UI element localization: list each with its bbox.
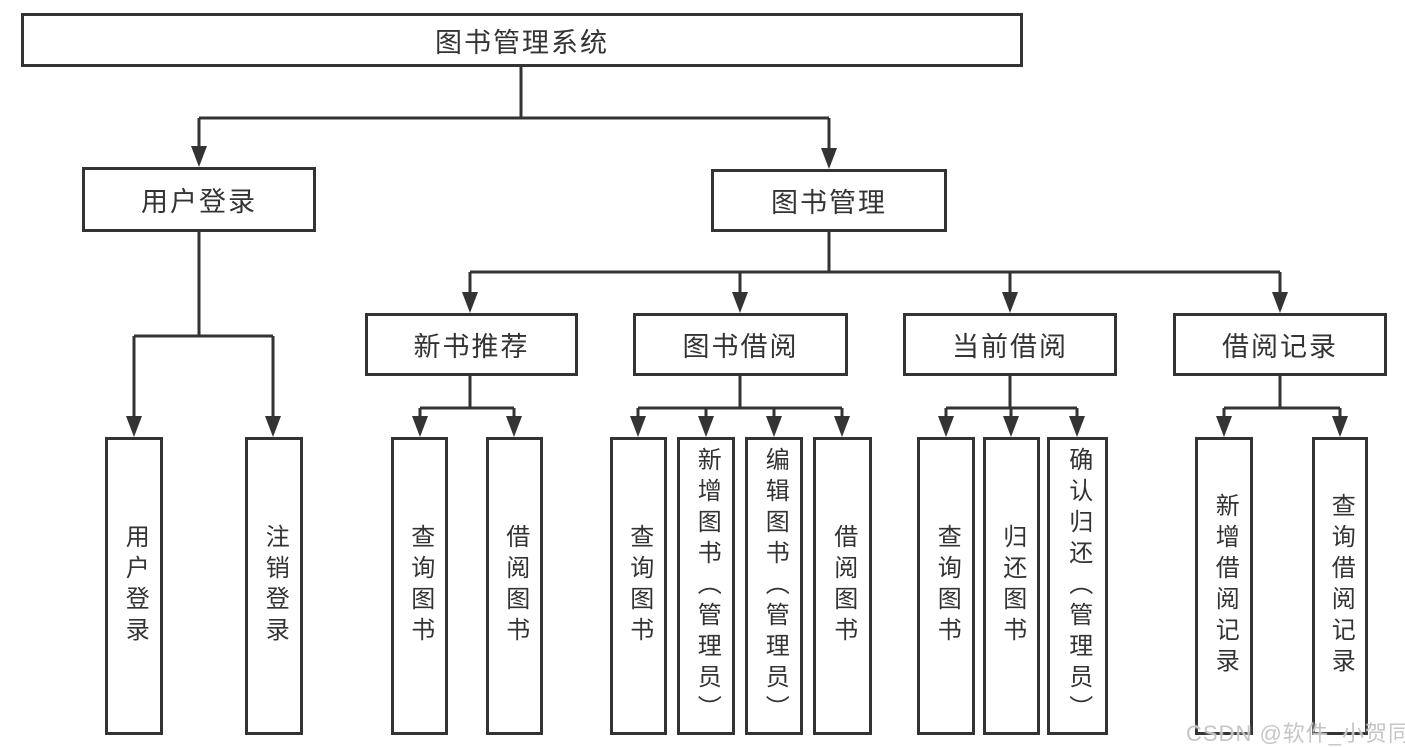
leaf-add-borrow-record-label: 新增借阅记录 (1211, 493, 1239, 679)
leaf-borrow-book-1-label: 借阅图书 (501, 524, 529, 648)
leaf-query-book-1: 查询图书 (391, 437, 448, 735)
node-book-borrow-label: 图书借阅 (682, 332, 799, 362)
leaf-borrow-book-2-label: 借阅图书 (829, 524, 857, 648)
leaf-query-book-3-label: 查询图书 (933, 524, 961, 648)
leaf-query-borrow-record: 查询借阅记录 (1312, 437, 1368, 735)
node-borrow-records: 借阅记录 (1173, 313, 1387, 376)
node-root-system-label: 图书管理系统 (435, 27, 609, 58)
leaf-edit-book-admin: 编辑图书（管理员） (745, 437, 803, 735)
connector-lines (132, 67, 1342, 420)
leaf-query-book-2: 查询图书 (610, 437, 667, 735)
node-current-borrow-label: 当前借阅 (952, 332, 1068, 362)
node-root-system: 图书管理系统 (21, 13, 1023, 67)
leaf-query-book-1-label: 查询图书 (406, 524, 434, 648)
node-current-borrow: 当前借阅 (903, 313, 1117, 376)
leaf-edit-book-admin-label: 编辑图书（管理员） (761, 446, 789, 726)
leaf-return-book-label: 归还图书 (998, 524, 1026, 648)
leaf-logout-label: 注销登录 (261, 524, 289, 648)
leaf-add-book-admin: 新增图书（管理员） (677, 437, 735, 735)
node-user-login: 用户登录 (82, 167, 316, 232)
node-user-login-label: 用户登录 (141, 187, 257, 217)
leaf-add-borrow-record: 新增借阅记录 (1195, 437, 1253, 735)
csdn-watermark: CSDN @软件_小贺同学 (1186, 721, 1405, 746)
arrowheads (126, 146, 1348, 437)
node-book-management-label: 图书管理 (771, 188, 887, 218)
leaf-query-borrow-record-label: 查询借阅记录 (1327, 493, 1355, 679)
leaf-confirm-return-admin-label: 确认归还（管理员） (1064, 446, 1092, 726)
leaf-return-book: 归还图书 (983, 437, 1040, 735)
leaf-borrow-book-1: 借阅图书 (486, 437, 543, 735)
node-new-book-recommend-label: 新书推荐 (413, 332, 530, 362)
leaf-add-book-admin-label: 新增图书（管理员） (693, 446, 721, 726)
leaf-user-login-label: 用户登录 (121, 524, 149, 648)
node-book-management: 图书管理 (711, 169, 947, 232)
leaf-logout: 注销登录 (245, 437, 303, 735)
node-book-borrow: 图书借阅 (633, 313, 848, 376)
node-new-book-recommend: 新书推荐 (365, 313, 578, 376)
leaf-query-book-3: 查询图书 (917, 437, 975, 735)
leaf-confirm-return-admin: 确认归还（管理员） (1047, 437, 1108, 735)
leaf-user-login: 用户登录 (105, 437, 163, 735)
leaf-borrow-book-2: 借阅图书 (813, 437, 872, 735)
leaf-query-book-2-label: 查询图书 (625, 524, 653, 648)
node-borrow-records-label: 借阅记录 (1222, 332, 1338, 362)
